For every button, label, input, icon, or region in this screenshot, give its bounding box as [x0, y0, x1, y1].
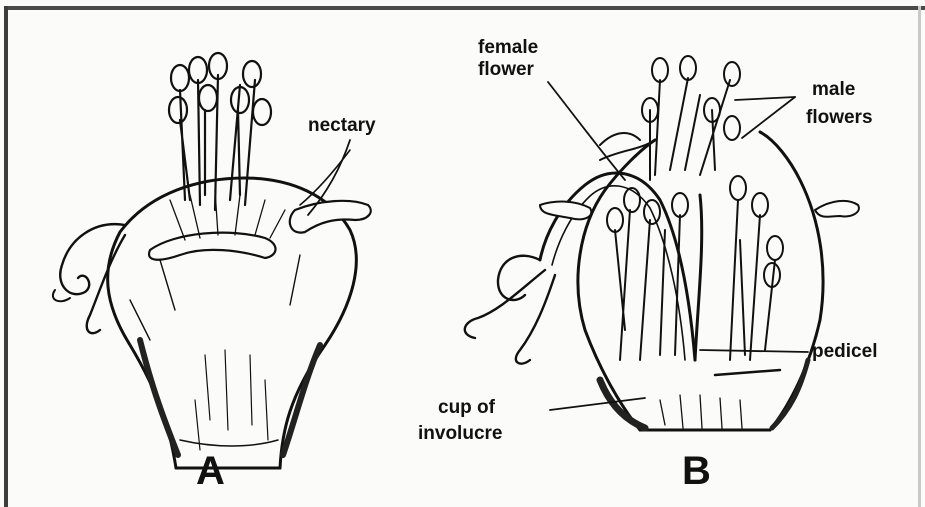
cup-leader-line: [550, 398, 645, 410]
label-nectary: nectary: [308, 116, 376, 136]
panel-letter-b: B: [682, 450, 711, 492]
label-pedicel: pedicel: [812, 342, 877, 362]
pedicel-leader-line: [700, 350, 808, 352]
male-flowers-leader-line-1: [735, 97, 795, 100]
male-flowers-leader-line-2: [742, 97, 795, 138]
female-flower-leader-line: [548, 82, 625, 180]
panel-letter-a: A: [196, 450, 225, 492]
label-female-line1: female: [478, 38, 538, 58]
label-cup-line2: involucre: [418, 424, 502, 444]
cyathium-b-drawing: [465, 56, 859, 430]
label-female-line2: flower: [478, 60, 534, 80]
label-male-line2: flowers: [806, 108, 873, 128]
label-cup-line1: cup of: [438, 398, 495, 418]
label-male-line1: male: [812, 80, 855, 100]
